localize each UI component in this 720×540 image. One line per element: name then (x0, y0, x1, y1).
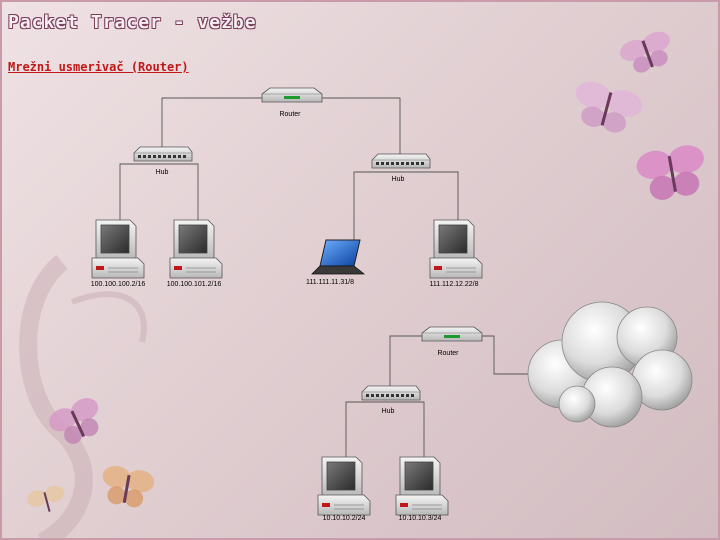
slide-subtitle: Mrežni usmerivač (Router) (8, 60, 189, 74)
laptop-icon (311, 239, 365, 275)
computer-icon (91, 219, 145, 279)
router-top-label: Router (279, 111, 301, 118)
laptop-ip: 111.111.11.31/8 (306, 279, 354, 286)
pc-3-ip: 111.112.12.22/8 (429, 281, 478, 288)
hub-left (133, 146, 193, 162)
computer-icon (317, 456, 371, 516)
butterfly-icon (26, 485, 65, 512)
pc-2-ip: 100.100.101.2/16 (167, 281, 222, 288)
computer-icon (395, 456, 449, 516)
router-bottom-label: Router (437, 350, 459, 357)
hub-icon (133, 146, 193, 162)
pc-3 (429, 219, 483, 279)
router-bottom (421, 326, 483, 342)
computer-icon (429, 219, 483, 279)
slide-title: Packet Tracer - vežbe (8, 12, 257, 33)
cloud-icon (527, 301, 693, 428)
hub-icon (371, 153, 431, 169)
hub-left-label: Hub (156, 169, 169, 176)
butterfly-icon (102, 465, 155, 508)
butterfly-icon (49, 398, 99, 444)
pc-4 (317, 456, 371, 516)
laptop (311, 239, 365, 275)
link-lines-top (119, 97, 459, 242)
router-icon (261, 87, 323, 103)
butterfly-icon (620, 31, 670, 73)
hub-right-label: Hub (392, 176, 405, 183)
router-icon (421, 326, 483, 342)
pc-1-ip: 100.100.100.2/16 (91, 281, 146, 288)
router-top (261, 87, 323, 103)
computer-icon (169, 219, 223, 279)
butterfly-icon (636, 145, 704, 200)
pc-5 (395, 456, 449, 516)
pc-5-ip: 10.10.10.3/24 (399, 515, 442, 522)
butterfly-icon (575, 81, 643, 133)
pc-2 (169, 219, 223, 279)
hub-bottom-label: Hub (382, 408, 395, 415)
pc-1 (91, 219, 145, 279)
pc-4-ip: 10.10.10.2/24 (323, 515, 366, 522)
hub-bottom (361, 385, 421, 401)
hub-right (371, 153, 431, 169)
hub-icon (361, 385, 421, 401)
